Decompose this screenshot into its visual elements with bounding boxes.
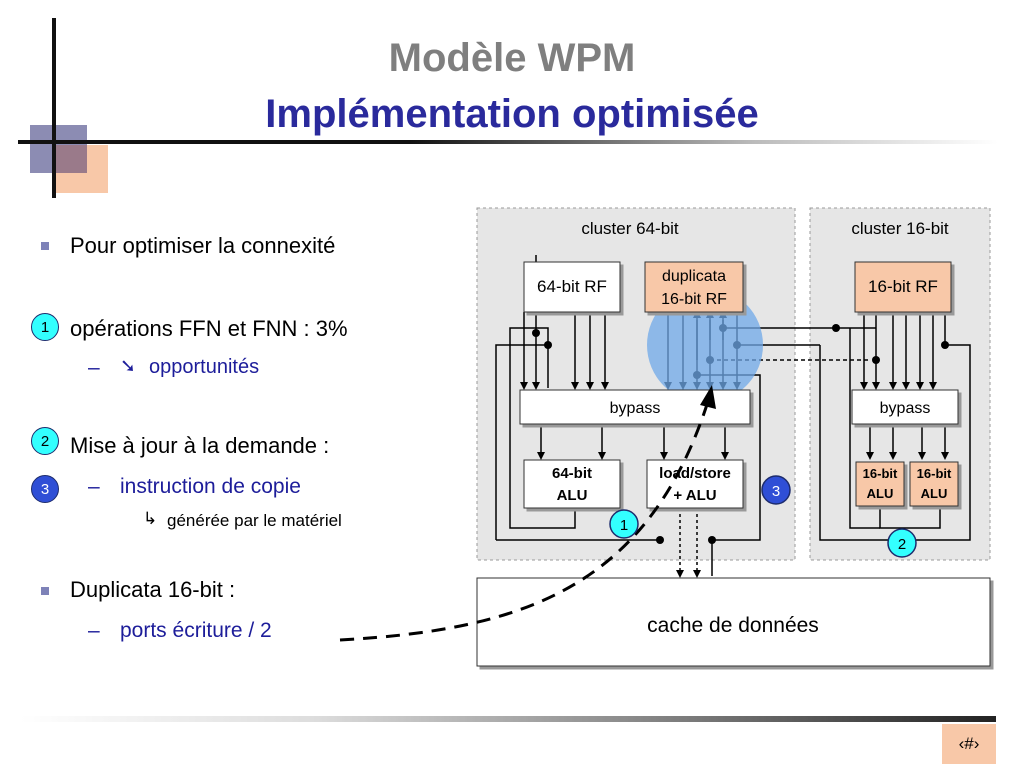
rf64-label: 64-bit RF	[537, 277, 607, 296]
alu16-a-box	[855, 461, 905, 507]
alu16-b-line2: ALU	[921, 486, 948, 501]
bullet-square-icon	[41, 242, 49, 250]
dup-rf-box	[644, 261, 744, 313]
dash-bullet: –	[88, 619, 100, 642]
rf16-label: 16-bit RF	[868, 277, 938, 296]
cache-box	[476, 577, 991, 667]
sub-bullet-ports-ecriture: ports écriture / 2	[120, 619, 272, 642]
pointer-dashed-curve	[339, 394, 712, 642]
page-number: ‹#›	[942, 724, 996, 764]
load-store-box	[646, 459, 744, 509]
dash-bullet: –	[88, 475, 100, 498]
bullet-duplicata: Duplicata 16-bit :	[70, 577, 236, 602]
cluster-64-label: cluster 64-bit	[581, 219, 679, 238]
rf64-box	[523, 261, 621, 313]
decor-vertical-line	[52, 18, 56, 198]
sub-bullet-opportunites: opportunités	[149, 356, 260, 378]
alu16-b-line1: 16-bit	[917, 466, 952, 481]
bypass-16-label: bypass	[880, 400, 931, 417]
bullet-mise-a-jour: Mise à jour à la demande :	[70, 433, 330, 458]
dash-bullet: –	[88, 356, 100, 379]
alu64-box	[523, 459, 621, 509]
diagram-marker-3-text: 3	[772, 483, 780, 500]
cluster-16-label: cluster 16-bit	[851, 219, 949, 238]
decor-square-overlap	[56, 145, 87, 173]
alu64-line2: ALU	[557, 487, 588, 504]
title-underline	[18, 140, 998, 144]
bypass-64-label: bypass	[610, 400, 661, 417]
marker-3-badge: 3	[31, 475, 59, 503]
diagram-marker-2-text: 2	[898, 536, 906, 553]
alu16-b-box	[909, 461, 959, 507]
load-store-line1: load/store	[659, 465, 731, 482]
dup-rf-line2: 16-bit RF	[661, 291, 727, 308]
cluster-16-bit	[809, 207, 991, 561]
bypass-16-box	[851, 389, 959, 425]
bullet-connexite: Pour optimiser la connexité	[70, 233, 336, 258]
hook-arrow-icon: ↳	[143, 509, 158, 528]
diagram-marker-3	[761, 475, 791, 505]
subsub-bullet-generee: générée par le matériel	[167, 511, 342, 530]
marker-1-badge: 1	[31, 313, 59, 341]
bullet-ffn-fnn: opérations FFN et FNN : 3%	[70, 316, 348, 341]
sub-bullet-instruction-copie: instruction de copie	[120, 475, 301, 498]
footer-line	[20, 716, 996, 722]
load-store-line2: + ALU	[673, 487, 716, 504]
slide-subtitle: Implémentation optimisée	[265, 92, 759, 136]
diagram-marker-2	[887, 528, 917, 558]
diagram-marker-1	[609, 509, 639, 539]
alu16-a-line2: ALU	[867, 486, 894, 501]
diagram-marker-1-text: 1	[620, 517, 628, 534]
alu16-a-line1: 16-bit	[863, 466, 898, 481]
highlight-circle	[647, 287, 763, 403]
arrow-down-right-icon: ➘	[120, 356, 136, 377]
bullet-square-icon	[41, 587, 49, 595]
alu64-line1: 64-bit	[552, 465, 592, 482]
pointer-arrowhead	[700, 385, 716, 409]
cache-label: cache de données	[647, 614, 819, 637]
marker-2-badge: 2	[31, 427, 59, 455]
rf16-box	[854, 261, 952, 313]
slide-title: Modèle WPM	[388, 36, 636, 80]
dup-rf-line1: duplicata	[662, 268, 726, 285]
